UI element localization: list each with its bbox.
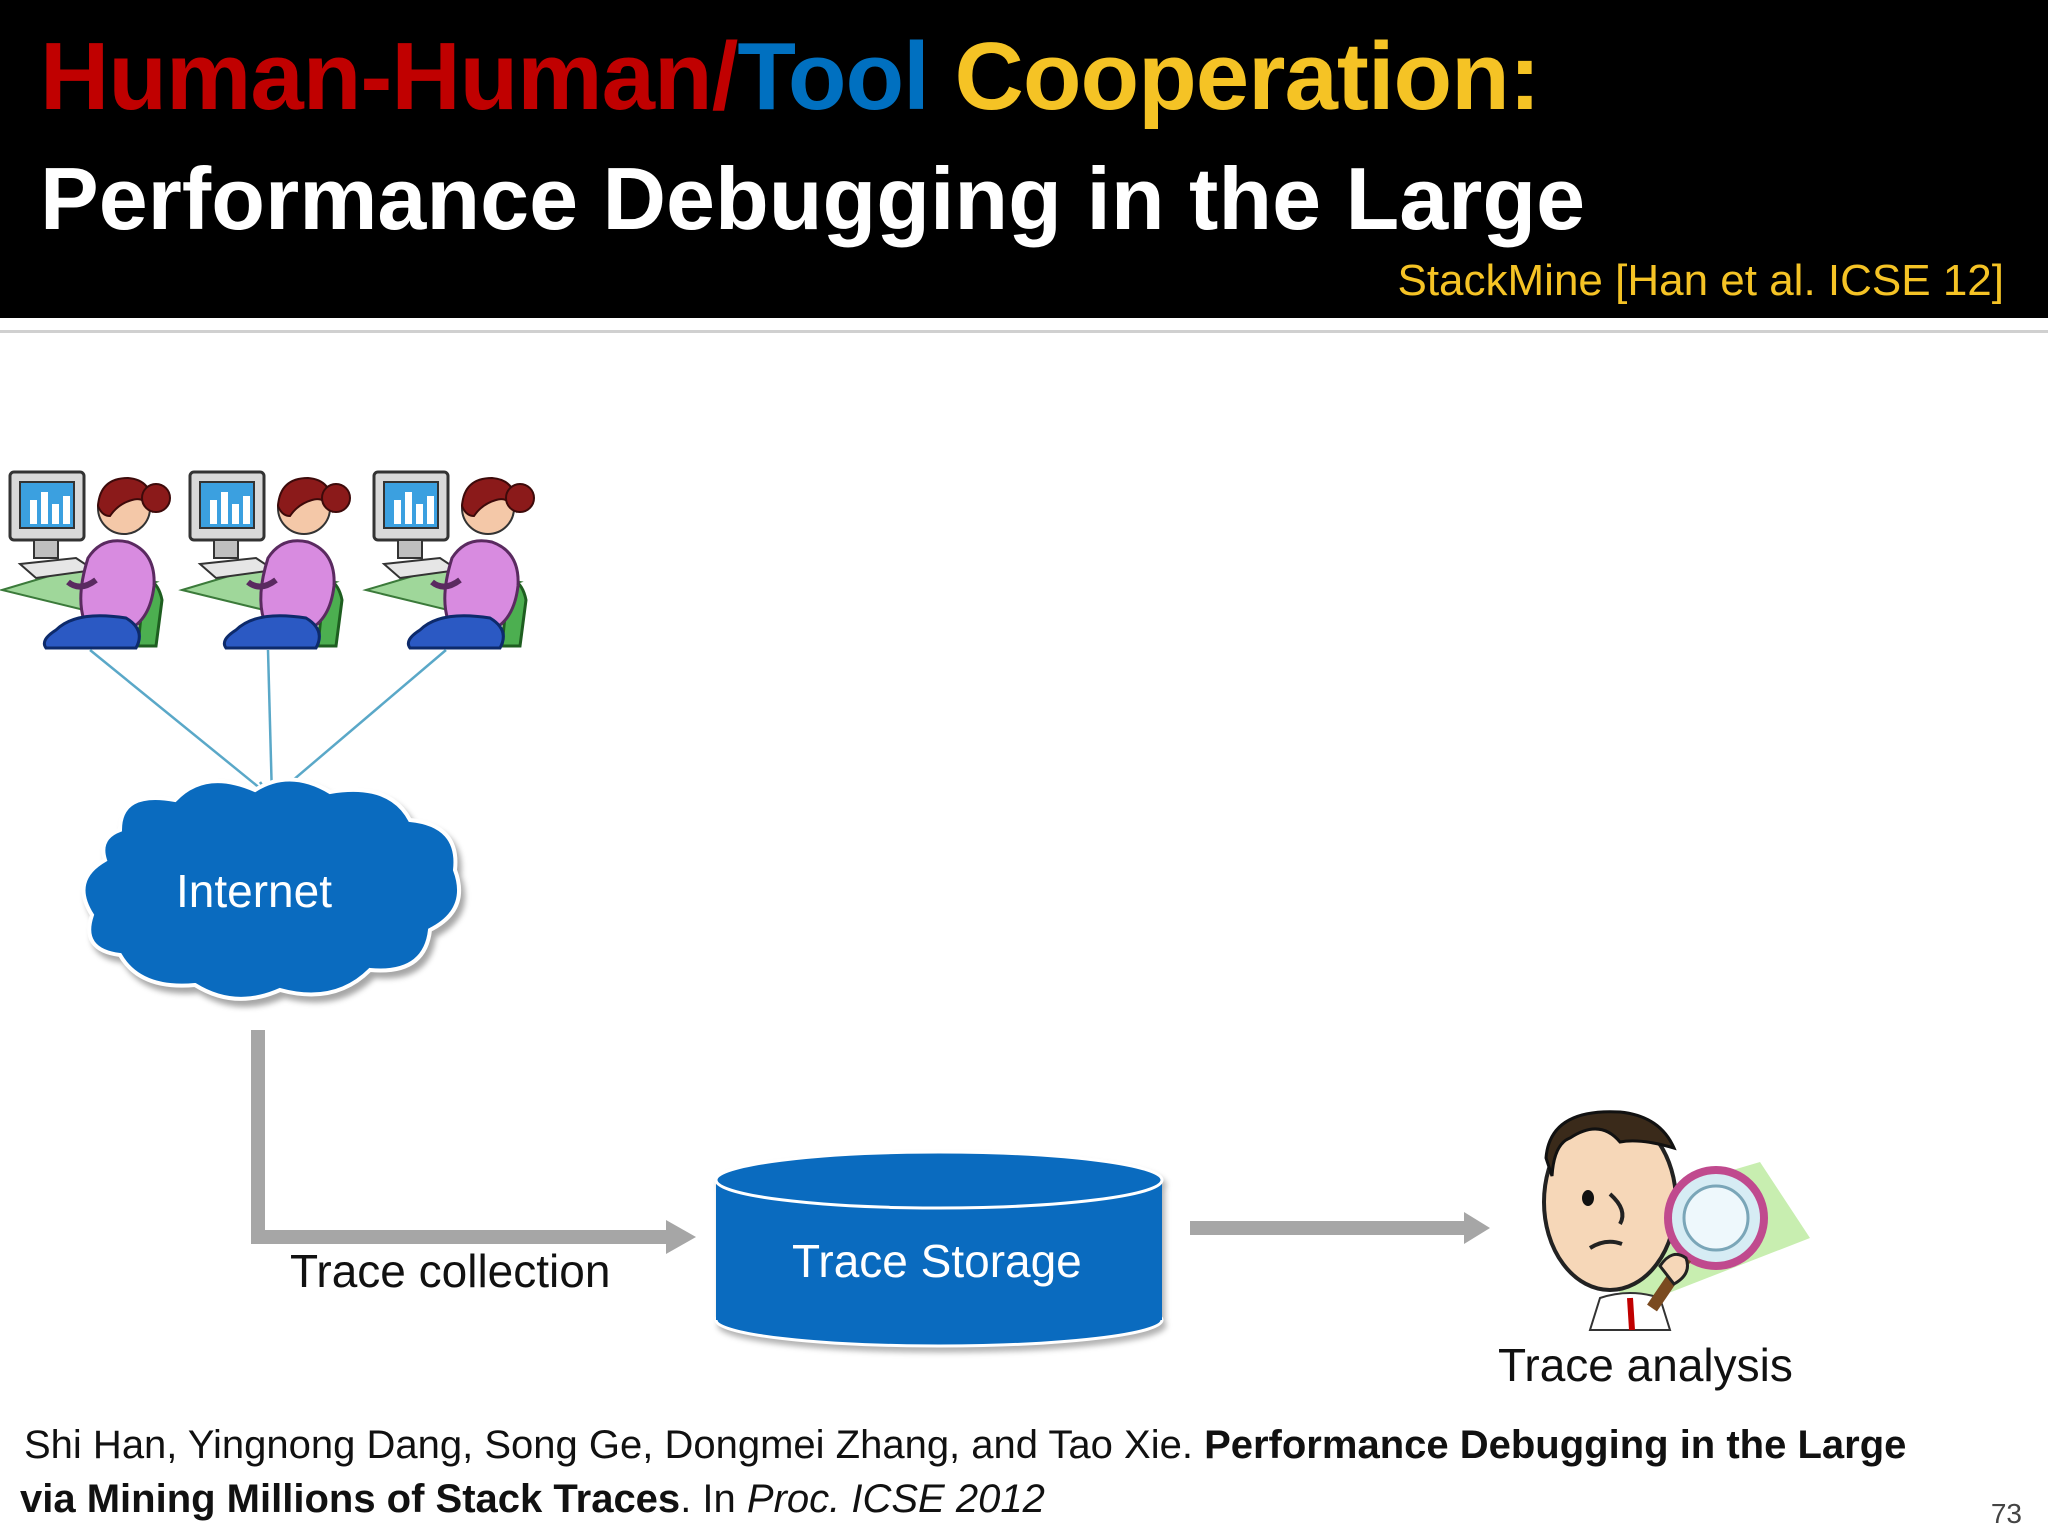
trace-analysis-label: Trace analysis bbox=[1498, 1339, 1793, 1391]
slide-title-line1: Human-Human/Tool Cooperation: bbox=[40, 22, 1541, 132]
page-number: 73 bbox=[1990, 1498, 2022, 1529]
reference-citation: Shi Han, Yingnong Dang, Song Ge, Dongmei… bbox=[20, 1418, 1906, 1526]
reference-line2: via Mining Millions of Stack Traces. In … bbox=[20, 1472, 1906, 1526]
reference-venue: Proc. ICSE 2012 bbox=[746, 1477, 1045, 1521]
user-connectors bbox=[89, 649, 447, 803]
reference-line1: Shi Han, Yingnong Dang, Song Ge, Dongmei… bbox=[24, 1418, 1906, 1472]
user-figure-1 bbox=[2, 472, 170, 648]
trace-storage-cylinder bbox=[714, 1150, 1164, 1348]
reference-title-part1: Performance Debugging in the Large bbox=[1204, 1423, 1907, 1467]
user-figure-3 bbox=[366, 472, 534, 648]
reference-title-part2: via Mining Millions of Stack Traces bbox=[20, 1477, 681, 1521]
internet-cloud bbox=[81, 777, 461, 1001]
trace-collection-arrow bbox=[251, 1030, 696, 1254]
citation: StackMine [Han et al. ICSE 12] bbox=[1397, 256, 2004, 305]
trace-storage-label: Trace Storage bbox=[792, 1235, 1082, 1287]
title-human-human: Human-Human bbox=[40, 23, 713, 130]
title-divider bbox=[0, 330, 2048, 333]
trace-collection-label: Trace collection bbox=[290, 1245, 611, 1297]
internet-label: Internet bbox=[176, 865, 332, 917]
title-cooperation: Cooperation: bbox=[928, 23, 1541, 130]
title-slash: / bbox=[711, 23, 739, 130]
reference-authors: Shi Han, Yingnong Dang, Song Ge, Dongmei… bbox=[24, 1423, 1205, 1467]
reference-in: . In bbox=[680, 1477, 747, 1521]
user-figure-2 bbox=[182, 472, 350, 648]
title-tool: Tool bbox=[737, 23, 929, 130]
analysis-arrow bbox=[1190, 1212, 1490, 1244]
analyst-with-magnifier bbox=[1542, 1110, 1810, 1331]
title-banner: Human-Human/Tool Cooperation: Performanc… bbox=[0, 0, 2048, 318]
slide-title-line2: Performance Debugging in the Large bbox=[40, 149, 1586, 248]
